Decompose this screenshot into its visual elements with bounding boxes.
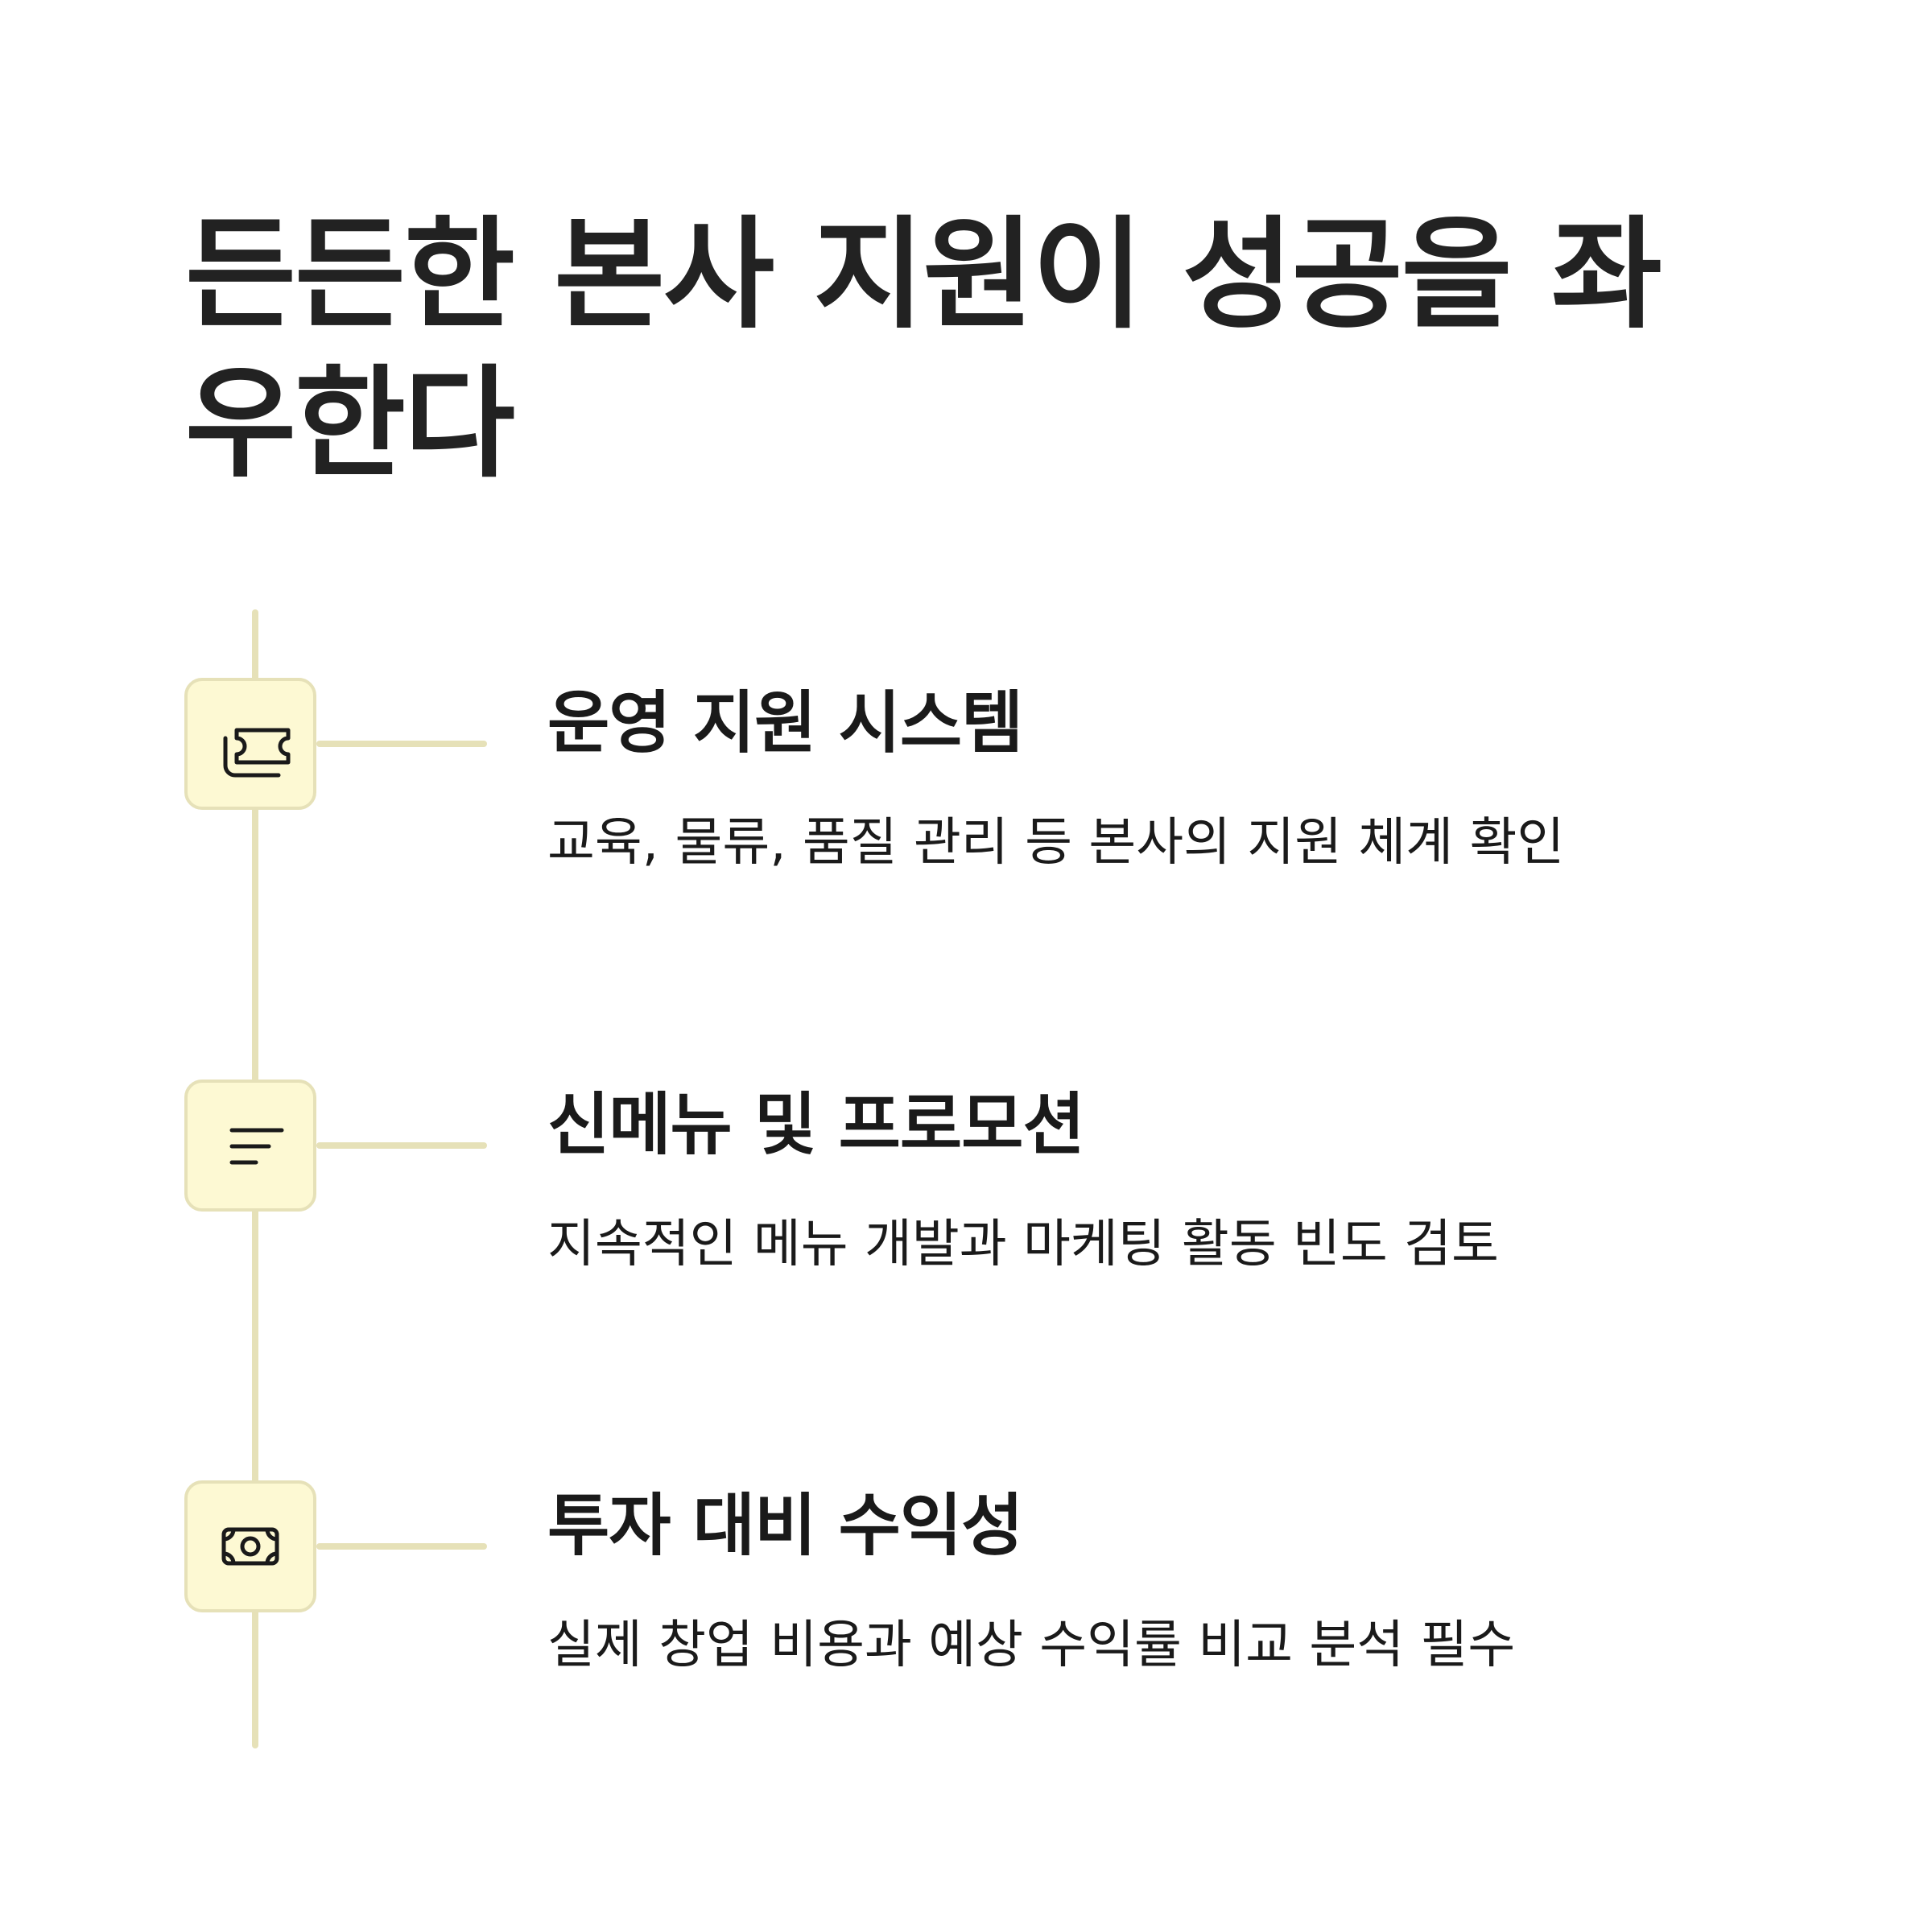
timeline-item-new-menu-promotion: 신메뉴 및 프로모션 지속적인 메뉴 개발과 마케팅 활동 빈도 검토 — [0, 1080, 1932, 1274]
item-description: 지속적인 메뉴 개발과 마케팅 활동 빈도 검토 — [547, 1215, 1499, 1274]
timeline-connector — [316, 741, 487, 747]
item-description: 실제 창업 비용과 예상 수익률 비교 분석 필수 — [547, 1616, 1516, 1675]
timeline-item-roi: 투자 대비 수익성 실제 창업 비용과 예상 수익률 비교 분석 필수 — [0, 1480, 1932, 1675]
item-title: 투자 대비 수익성 — [547, 1486, 1023, 1565]
timeline-item-operation-support: 운영 지원 시스템 교육, 물류, 품질 관리 등 본사의 지원 체계 확인 — [0, 678, 1932, 873]
timeline-connector — [316, 1543, 487, 1550]
timeline-connector — [316, 1142, 487, 1149]
text-lines-icon — [184, 1080, 316, 1212]
item-description: 교육, 물류, 품질 관리 등 본사의 지원 체계 확인 — [547, 813, 1565, 873]
page-title: 든든한 본사 지원이 성공을 좌우한다 — [185, 205, 1662, 494]
item-title: 운영 지원 시스템 — [547, 683, 1023, 762]
ticket-icon — [184, 678, 316, 810]
item-title: 신메뉴 및 프로모션 — [547, 1085, 1085, 1164]
money-icon — [184, 1480, 316, 1612]
